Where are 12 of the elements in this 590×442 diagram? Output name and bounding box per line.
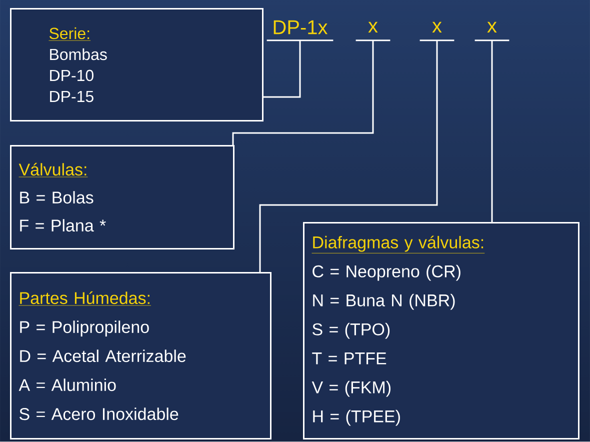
code-segment: x xyxy=(356,22,390,42)
connector-line xyxy=(259,40,438,272)
option-box: Diafragmas y válvulas: C = Neopreno (CR) N = Buna N (NBR) S = (TPO) T = PTFE V = (FKM) H = (TPEE) xyxy=(303,222,580,440)
connector-line xyxy=(264,40,301,98)
option-box: Partes Húmedas: P = Polipropileno D = Acetal Aterrizable A = Aluminio S = Acero Inoxidable xyxy=(10,272,272,440)
option-box: Válvulas: B = Bolas F = Plana * xyxy=(10,145,234,250)
code-segment: x xyxy=(474,22,510,42)
option-box: Serie: Bombas DP-10 DP-15 xyxy=(10,8,264,122)
code-segment: DP-1x xyxy=(266,20,334,42)
connector-line xyxy=(232,40,374,145)
code-segment: x xyxy=(420,22,454,42)
connector-line xyxy=(491,40,493,222)
